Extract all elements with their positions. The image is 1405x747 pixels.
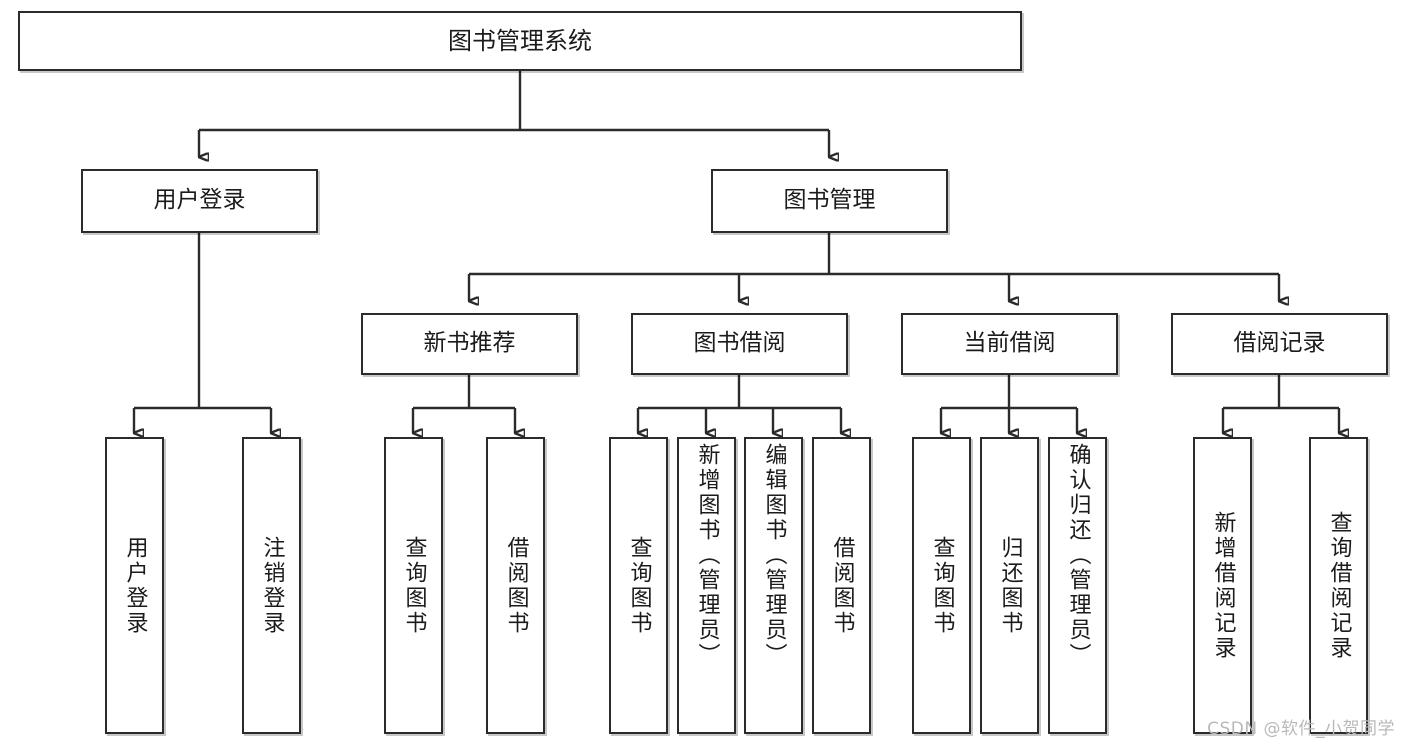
csdn-watermark: CSDN @软件_小贺同学 (1207, 719, 1395, 739)
leaf-user-login-signout[interactable]: 注销登录 (242, 437, 301, 734)
node-label: 新增图书（管理员） (694, 443, 720, 668)
node-label: 归还图书 (997, 535, 1023, 636)
node-label: 新书推荐 (423, 330, 516, 357)
leaf-current-borrow-confirm-admin[interactable]: 确认归还（管理员） (1048, 437, 1107, 734)
node-label: 查询图书 (929, 535, 955, 636)
node-label: 编辑图书（管理员） (761, 443, 787, 668)
node-book-borrow[interactable]: 图书借阅 (631, 313, 848, 375)
node-label: 借阅图书 (503, 535, 529, 636)
node-borrow-record[interactable]: 借阅记录 (1171, 313, 1388, 375)
node-label: 查询图书 (401, 535, 427, 636)
leaf-book-borrow-query[interactable]: 查询图书 (609, 437, 668, 734)
leaf-current-borrow-return[interactable]: 归还图书 (980, 437, 1039, 734)
leaf-book-borrow-add-admin[interactable]: 新增图书（管理员） (677, 437, 736, 734)
node-label: 注销登录 (259, 535, 285, 636)
node-label: 借阅记录 (1233, 330, 1326, 357)
node-label: 当前借阅 (963, 330, 1056, 357)
node-label: 用户登录 (153, 187, 246, 214)
leaf-user-login-signin[interactable]: 用户登录 (105, 437, 164, 734)
node-label: 新增借阅记录 (1210, 510, 1236, 661)
node-current-borrow[interactable]: 当前借阅 (901, 313, 1118, 375)
node-label: 借阅图书 (829, 535, 855, 636)
node-label: 查询图书 (626, 535, 652, 636)
leaf-book-borrow-edit-admin[interactable]: 编辑图书（管理员） (744, 437, 803, 734)
leaf-new-book-borrow[interactable]: 借阅图书 (486, 437, 545, 734)
leaf-current-borrow-query[interactable]: 查询图书 (912, 437, 971, 734)
leaf-new-book-query[interactable]: 查询图书 (384, 437, 443, 734)
node-book-management[interactable]: 图书管理 (711, 169, 948, 233)
leaf-book-borrow-borrow[interactable]: 借阅图书 (812, 437, 871, 734)
leaf-borrow-record-query[interactable]: 查询借阅记录 (1309, 437, 1368, 734)
node-user-login[interactable]: 用户登录 (81, 169, 318, 233)
node-label: 图书管理系统 (448, 26, 592, 55)
node-root-system[interactable]: 图书管理系统 (18, 11, 1022, 71)
node-label: 图书借阅 (693, 330, 786, 357)
node-new-book-recommend[interactable]: 新书推荐 (361, 313, 578, 375)
node-label: 图书管理 (783, 187, 876, 214)
node-label: 确认归还（管理员） (1065, 443, 1091, 668)
node-label: 用户登录 (122, 535, 148, 636)
leaf-borrow-record-add[interactable]: 新增借阅记录 (1193, 437, 1252, 734)
node-label: 查询借阅记录 (1326, 510, 1352, 661)
